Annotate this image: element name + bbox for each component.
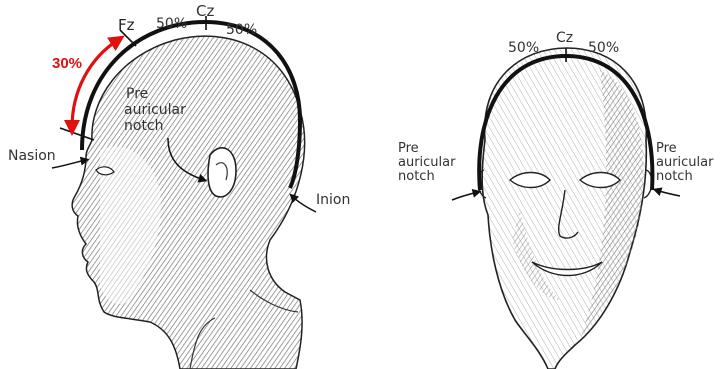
front-pct-left: 50%	[508, 40, 539, 56]
side-view: Fz Cz 50% 50% 30% Pre auricular notch Na…	[8, 2, 350, 369]
side-notch-label: notch	[124, 118, 164, 134]
front-left-notch: notch	[398, 169, 435, 184]
side-ear	[208, 148, 236, 197]
front-left-auricular: auricular	[398, 155, 456, 170]
side-pct-left: 50%	[156, 16, 187, 32]
front-left-pre: Pre	[398, 141, 419, 156]
side-nasion-label: Nasion	[8, 148, 56, 164]
front-right-pre: Pre	[656, 141, 677, 156]
side-auricular-label: auricular	[124, 102, 186, 118]
front-right-auricular: auricular	[656, 155, 714, 170]
side-pre-label: Pre	[126, 86, 148, 102]
front-right-pointer	[656, 190, 680, 196]
front-left-pointer	[452, 192, 478, 200]
side-nasion-pointer	[52, 160, 86, 168]
side-fz-label: Fz	[118, 16, 135, 34]
front-cz-label: Cz	[556, 30, 573, 46]
side-inion-label: Inion	[316, 192, 350, 208]
side-30pct-label: 30%	[52, 55, 82, 72]
front-right-notch: notch	[656, 169, 693, 184]
front-pct-right: 50%	[588, 40, 619, 56]
side-pct-right: 50%	[226, 22, 257, 38]
front-view: Cz 50% 50% Pre auricular notch Pre auric…	[398, 30, 714, 369]
side-cz-label: Cz	[196, 2, 214, 20]
side-nasion-tick	[60, 128, 94, 140]
side-inion-pointer	[292, 196, 316, 212]
